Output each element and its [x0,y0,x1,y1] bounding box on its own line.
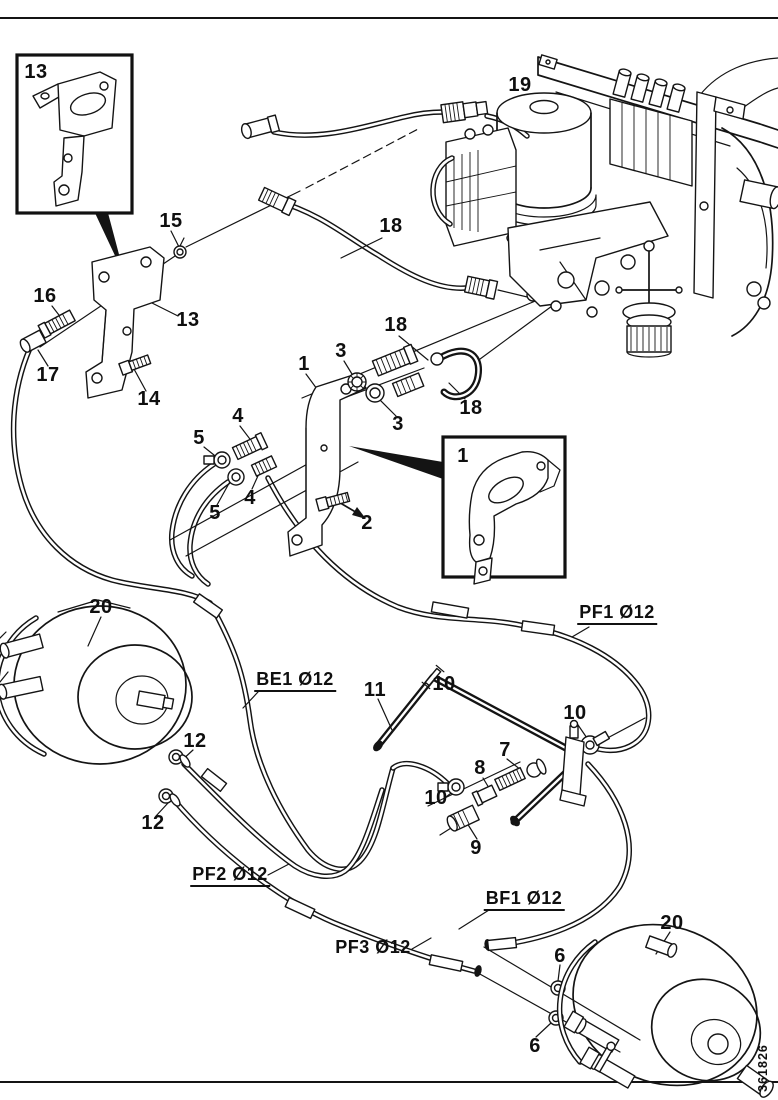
left-brake-chamber-drawing [0,599,193,807]
inset-box-1 [441,435,567,585]
pipe-sleeves [192,593,556,972]
bracket-13-drawing [85,246,165,399]
page-frame-lines [0,17,778,1083]
drawing-number: 361826 [756,1044,770,1092]
engine-air-dryer-assembly-drawing [430,54,778,358]
fitting-parts [19,100,611,1026]
inset-box-13 [15,53,134,215]
bracket-1-drawing [287,373,367,557]
right-brake-chamber-drawing [556,923,774,1098]
